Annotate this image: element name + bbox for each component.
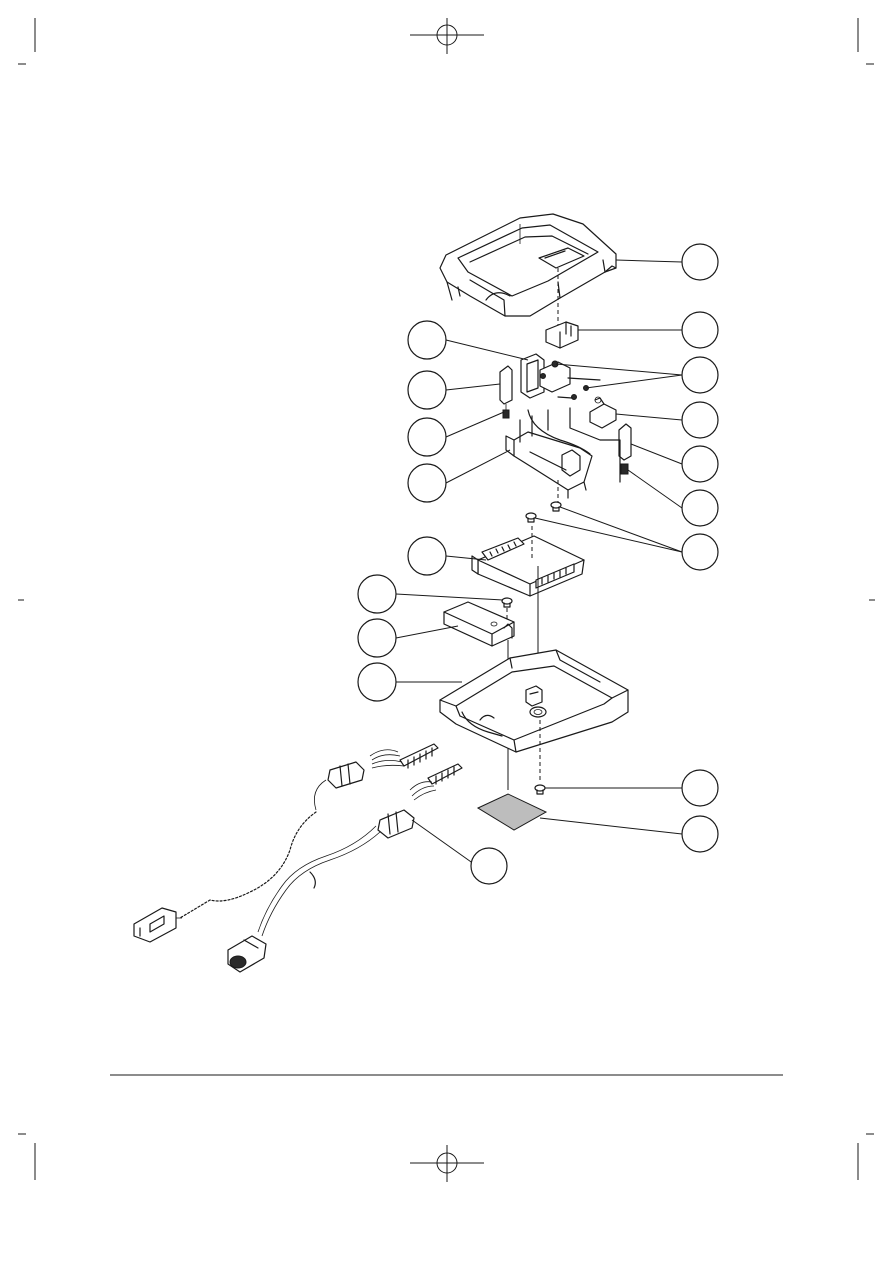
bracket-part (545, 321, 579, 349)
straight-cable-assembly (227, 763, 463, 973)
screw-3 (501, 597, 513, 608)
screw-1 (550, 501, 562, 512)
latch-frame (505, 407, 621, 499)
spring-plate (539, 360, 571, 393)
callout-c13 (407, 463, 447, 503)
callout-c18 (470, 847, 508, 885)
base-housing (439, 649, 629, 753)
callout-c8 (681, 769, 719, 807)
callout-c10 (407, 320, 447, 360)
pins (540, 373, 601, 400)
callout-c11 (407, 370, 447, 410)
mounting-plate (443, 601, 515, 647)
latch-lever-left (520, 353, 545, 399)
callout-c5 (681, 445, 719, 483)
callout-c15 (357, 574, 397, 614)
coiled-cable-assembly (133, 743, 439, 943)
cradle-top-part (439, 213, 617, 317)
latch-lever-right (589, 396, 617, 429)
callout-c12 (407, 417, 447, 457)
callout-c3 (681, 356, 719, 394)
release-button-right (618, 423, 632, 475)
screw-4 (534, 784, 546, 795)
callout-c4 (681, 401, 719, 439)
callout-c14 (407, 536, 447, 576)
adhesive-pad (476, 793, 548, 831)
release-button-left (499, 365, 513, 419)
callout-c9 (681, 815, 719, 853)
callout-leaders (395, 259, 683, 865)
callout-c6 (681, 489, 719, 527)
callout-c1 (681, 243, 719, 281)
callout-c17 (357, 662, 397, 702)
registration-target-bottom (410, 1145, 484, 1182)
callout-c2 (681, 311, 719, 349)
connector-board (471, 535, 585, 597)
screw-2 (525, 512, 537, 523)
callout-c16 (357, 618, 397, 658)
callout-c7 (681, 533, 719, 571)
crop-marks (18, 18, 875, 1180)
registration-target-top (410, 18, 484, 54)
